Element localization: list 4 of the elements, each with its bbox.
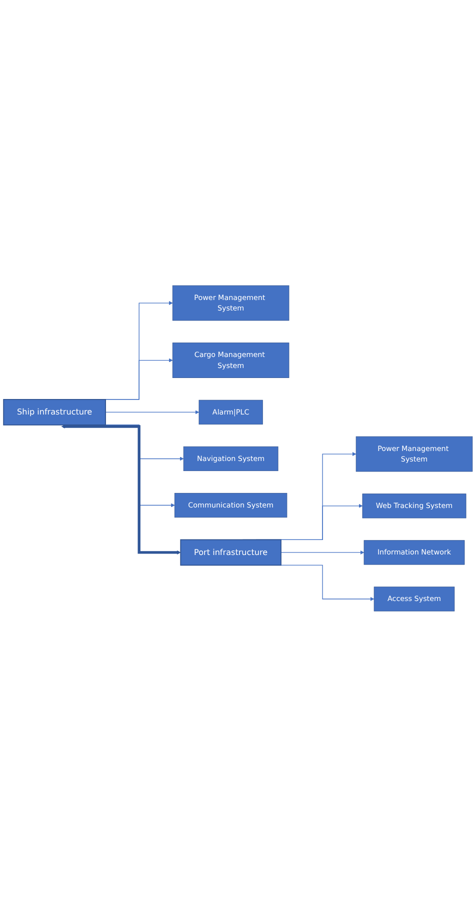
arrow xyxy=(280,550,364,555)
node-box: Ship infrastructure xyxy=(3,399,106,426)
arrow xyxy=(105,410,200,414)
node-box: Port infrastructure xyxy=(180,539,282,566)
